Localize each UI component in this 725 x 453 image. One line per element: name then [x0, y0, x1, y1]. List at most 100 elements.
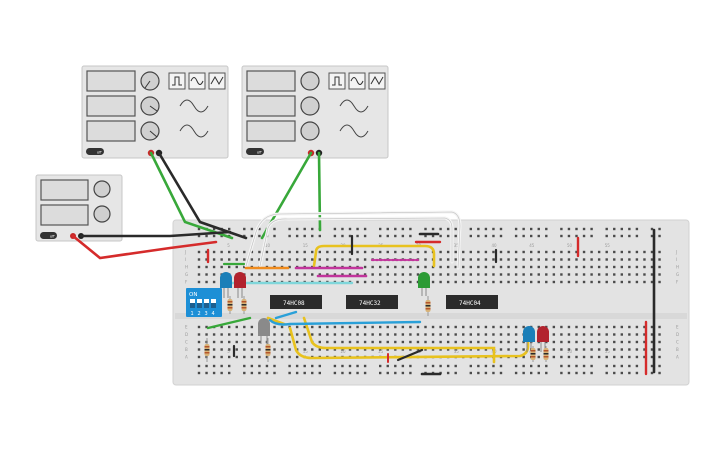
breadboard-hole[interactable] — [424, 348, 427, 351]
breadboard-hole[interactable] — [197, 355, 201, 359]
breadboard-hole[interactable] — [212, 371, 216, 375]
breadboard-hole[interactable] — [371, 265, 374, 269]
breadboard-hole[interactable] — [635, 280, 639, 284]
breadboard-hole[interactable] — [280, 340, 284, 344]
breadboard-hole[interactable] — [197, 364, 201, 368]
breadboard-hole[interactable] — [492, 227, 495, 231]
breadboard-hole[interactable] — [484, 273, 488, 276]
breadboard-hole[interactable] — [303, 325, 306, 329]
breadboard-hole[interactable] — [590, 333, 593, 336]
breadboard-hole[interactable] — [537, 364, 540, 368]
breadboard-hole[interactable] — [235, 250, 238, 254]
breadboard-hole[interactable] — [658, 250, 661, 254]
breadboard-hole[interactable] — [643, 348, 646, 351]
breadboard-hole[interactable] — [288, 250, 291, 254]
breadboard-hole[interactable] — [658, 265, 661, 269]
breadboard-hole[interactable] — [514, 333, 518, 336]
breadboard-hole[interactable] — [379, 325, 382, 329]
breadboard-hole[interactable] — [318, 250, 321, 254]
breadboard-hole[interactable] — [439, 348, 442, 351]
breadboard-hole[interactable] — [454, 340, 457, 344]
breadboard-hole[interactable] — [454, 364, 457, 368]
breadboard-hole[interactable] — [650, 265, 654, 269]
breadboard-hole[interactable] — [499, 250, 503, 254]
breadboard-hole[interactable] — [416, 325, 420, 329]
breadboard-hole[interactable] — [401, 265, 405, 269]
breadboard-hole[interactable] — [303, 333, 306, 336]
breadboard-hole[interactable] — [628, 265, 631, 269]
breadboard-hole[interactable] — [341, 227, 344, 231]
resistor[interactable] — [543, 346, 549, 362]
breadboard-hole[interactable] — [273, 250, 276, 254]
breadboard-hole[interactable] — [477, 273, 480, 276]
breadboard-hole[interactable] — [243, 265, 246, 269]
breadboard-hole[interactable] — [288, 273, 291, 276]
breadboard-hole[interactable] — [220, 234, 223, 238]
breadboard-hole[interactable] — [401, 280, 405, 284]
breadboard-hole[interactable] — [582, 250, 586, 254]
breadboard-hole[interactable] — [356, 227, 359, 231]
breadboard-hole[interactable] — [605, 227, 608, 231]
breadboard-hole[interactable] — [545, 364, 548, 368]
breadboard-hole[interactable] — [394, 265, 397, 269]
breadboard-hole[interactable] — [318, 348, 321, 351]
breadboard-hole[interactable] — [499, 234, 503, 238]
breadboard-hole[interactable] — [326, 273, 329, 276]
breadboard-hole[interactable] — [341, 371, 344, 375]
breadboard-hole[interactable] — [469, 364, 472, 368]
breadboard-hole[interactable] — [567, 280, 571, 284]
breadboard-hole[interactable] — [326, 258, 329, 261]
breadboard-hole[interactable] — [401, 325, 405, 329]
breadboard-hole[interactable] — [530, 280, 533, 284]
breadboard-hole[interactable] — [424, 364, 427, 368]
breadboard-hole[interactable] — [567, 325, 571, 329]
breadboard-hole[interactable] — [379, 333, 382, 336]
breadboard-hole[interactable] — [243, 355, 246, 359]
breadboard-hole[interactable] — [295, 234, 299, 238]
breadboard-hole[interactable] — [333, 227, 337, 231]
breadboard-hole[interactable] — [348, 371, 352, 375]
breadboard-hole[interactable] — [658, 371, 661, 375]
breadboard-hole[interactable] — [560, 280, 563, 284]
breadboard-hole[interactable] — [620, 364, 623, 368]
breadboard-hole[interactable] — [477, 258, 480, 261]
breadboard-hole[interactable] — [446, 280, 450, 284]
breadboard-hole[interactable] — [469, 265, 472, 269]
breadboard-hole[interactable] — [560, 333, 563, 336]
breadboard-hole[interactable] — [258, 234, 261, 238]
breadboard-hole[interactable] — [280, 333, 284, 336]
breadboard-hole[interactable] — [628, 364, 631, 368]
breadboard-hole[interactable] — [628, 333, 631, 336]
breadboard-hole[interactable] — [522, 355, 525, 359]
breadboard-hole[interactable] — [303, 234, 306, 238]
breadboard-hole[interactable] — [228, 250, 231, 254]
breadboard-hole[interactable] — [499, 364, 503, 368]
breadboard-hole[interactable] — [273, 234, 276, 238]
breadboard-hole[interactable] — [401, 227, 405, 231]
breadboard-hole[interactable] — [212, 340, 216, 344]
breadboard-hole[interactable] — [575, 265, 578, 269]
breadboard-hole[interactable] — [416, 280, 420, 284]
breadboard-hole[interactable] — [582, 371, 586, 375]
breadboard-hole[interactable] — [545, 371, 548, 375]
breadboard-hole[interactable] — [363, 280, 367, 284]
breadboard-hole[interactable] — [439, 265, 442, 269]
breadboard-hole[interactable] — [492, 273, 495, 276]
breadboard-hole[interactable] — [273, 258, 276, 261]
breadboard-hole[interactable] — [431, 227, 435, 231]
breadboard-hole[interactable] — [575, 258, 578, 261]
breadboard-hole[interactable] — [446, 265, 450, 269]
breadboard-hole[interactable] — [635, 258, 639, 261]
breadboard-hole[interactable] — [205, 234, 208, 238]
breadboard-hole[interactable] — [620, 355, 623, 359]
breadboard-hole[interactable] — [650, 250, 654, 254]
breadboard-hole[interactable] — [379, 364, 382, 368]
breadboard-hole[interactable] — [514, 227, 518, 231]
breadboard-hole[interactable] — [545, 273, 548, 276]
breadboard-hole[interactable] — [228, 333, 231, 336]
ic-74hc04[interactable]: 74HC04 — [446, 295, 498, 309]
breadboard-hole[interactable] — [658, 348, 661, 351]
breadboard-hole[interactable] — [484, 280, 488, 284]
breadboard-hole[interactable] — [379, 340, 382, 344]
breadboard-hole[interactable] — [567, 265, 571, 269]
